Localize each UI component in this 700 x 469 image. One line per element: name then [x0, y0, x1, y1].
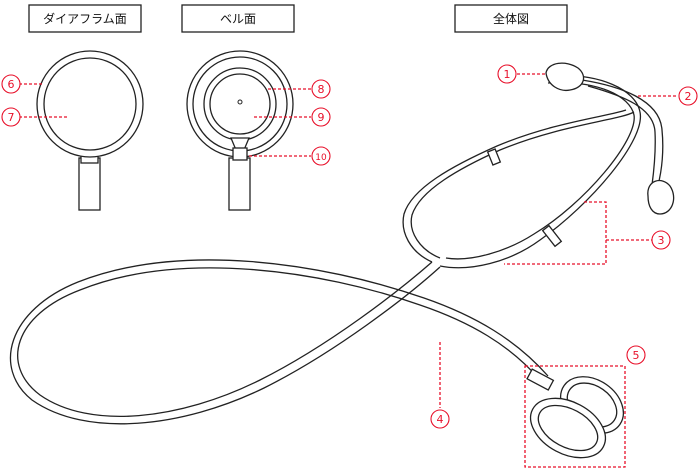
callout-7: 7 [1, 107, 21, 127]
leader-lines [19, 73, 678, 468]
callout-5: 5 [626, 345, 646, 365]
callout-10: 10 [311, 146, 331, 166]
callout-3: 3 [651, 230, 671, 250]
callout-5-text: 5 [633, 349, 640, 362]
callout-2-text: 2 [685, 90, 692, 103]
callout-2: 2 [678, 86, 698, 106]
callout-7-text: 7 [8, 111, 15, 124]
title-diaphragm: ダイアフラム面 [28, 4, 142, 33]
diaphragm-face-drawing [36, 50, 144, 211]
title-bell-text: ベル面 [220, 12, 256, 26]
callout-4-text: 4 [437, 413, 444, 426]
callout-9: 9 [311, 107, 331, 127]
title-overall: 全体図 [454, 4, 568, 33]
title-diaphragm-text: ダイアフラム面 [43, 11, 127, 26]
callout-4: 4 [430, 409, 450, 429]
callout-3-text: 3 [658, 234, 665, 247]
title-overall-text: 全体図 [493, 11, 529, 26]
stethoscope-overall-drawing [9, 62, 675, 459]
callout-1: 1 [497, 64, 517, 84]
callout-6-text: 6 [8, 78, 15, 91]
title-bell: ベル面 [181, 4, 295, 33]
bell-face-drawing [186, 50, 294, 211]
callout-10-text: 10 [315, 153, 327, 163]
callout-6: 6 [1, 74, 21, 94]
callout-9-text: 9 [318, 111, 325, 124]
callout-8-text: 8 [318, 83, 325, 96]
callout-8: 8 [311, 79, 331, 99]
callout-1-text: 1 [504, 68, 511, 81]
